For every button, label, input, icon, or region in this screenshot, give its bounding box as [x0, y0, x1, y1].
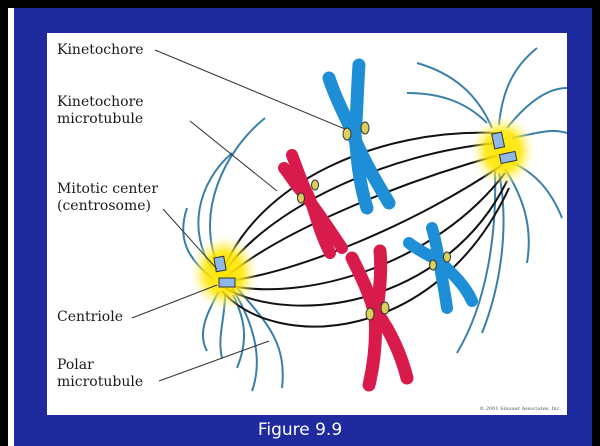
figure-panel: Kinetochore Kinetochore microtubule Mito… [47, 33, 567, 415]
mitotic-spindle-diagram [47, 33, 567, 415]
centrosome-left [190, 235, 258, 311]
centrosome-right [471, 115, 535, 187]
right-astral-fibers [407, 48, 567, 353]
label-kinetochore-microtubule-line1: Kinetochore [57, 94, 144, 111]
label-kinetochore: Kinetochore [57, 42, 144, 59]
label-mitotic-center-line2: (centrosome) [57, 198, 151, 215]
label-centriole: Centriole [57, 309, 123, 326]
label-kinetochore-microtubule-line2: microtubule [57, 111, 143, 128]
label-polar-microtubule-line2: microtubule [57, 374, 143, 391]
chromosome-red-bottom [352, 251, 407, 385]
figure-caption: Figure 9.9 [0, 417, 600, 443]
label-polar-microtubule-line1: Polar [57, 357, 94, 374]
label-mitotic-center-line1: Mitotic center [57, 181, 158, 198]
copyright-notice: © 2001 Sinauer Associates, Inc. [479, 406, 561, 412]
chromosome-red-left [284, 155, 342, 253]
